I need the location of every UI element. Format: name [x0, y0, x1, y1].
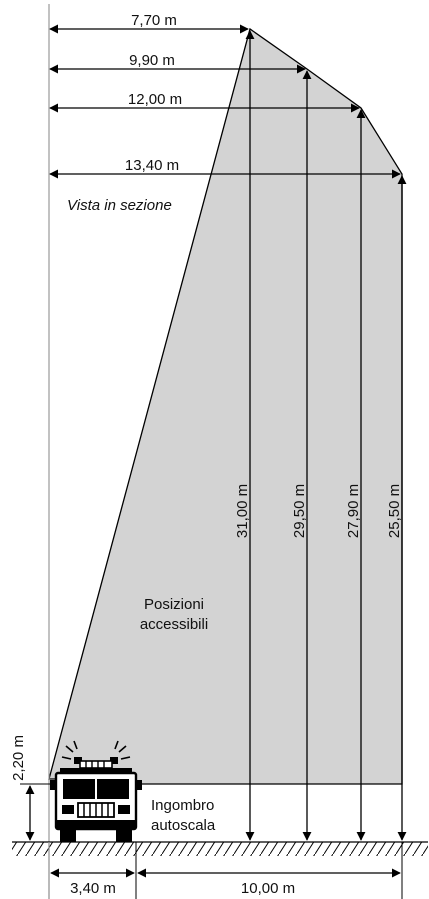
offset-label: 10,00 m — [241, 880, 295, 897]
reach-label-1: 7,70 m — [131, 12, 177, 29]
height-label-3: 27,90 m — [345, 484, 362, 538]
truck-height-label: 2,20 m — [10, 735, 27, 781]
height-label-4: 25,50 m — [386, 484, 403, 538]
ground-hatch — [12, 842, 428, 856]
fire-truck-icon — [50, 740, 142, 842]
view-caption: Vista in sezione — [67, 197, 172, 214]
accessible-area — [48, 27, 403, 785]
truck-width-label: 3,40 m — [70, 880, 116, 897]
vertical-height-arrows — [245, 30, 407, 841]
area-label-line1: Posizioni — [144, 596, 204, 613]
height-label-2: 29,50 m — [291, 484, 308, 538]
height-label-1: 31,00 m — [234, 484, 251, 538]
truck-label-line2: autoscala — [151, 817, 216, 834]
area-label-line2: accessibili — [140, 616, 208, 633]
reach-label-2: 9,90 m — [129, 52, 175, 69]
reach-label-3: 12,00 m — [128, 91, 182, 108]
reach-label-4: 13,40 m — [125, 157, 179, 174]
truck-label-line1: Ingombro — [151, 797, 214, 814]
